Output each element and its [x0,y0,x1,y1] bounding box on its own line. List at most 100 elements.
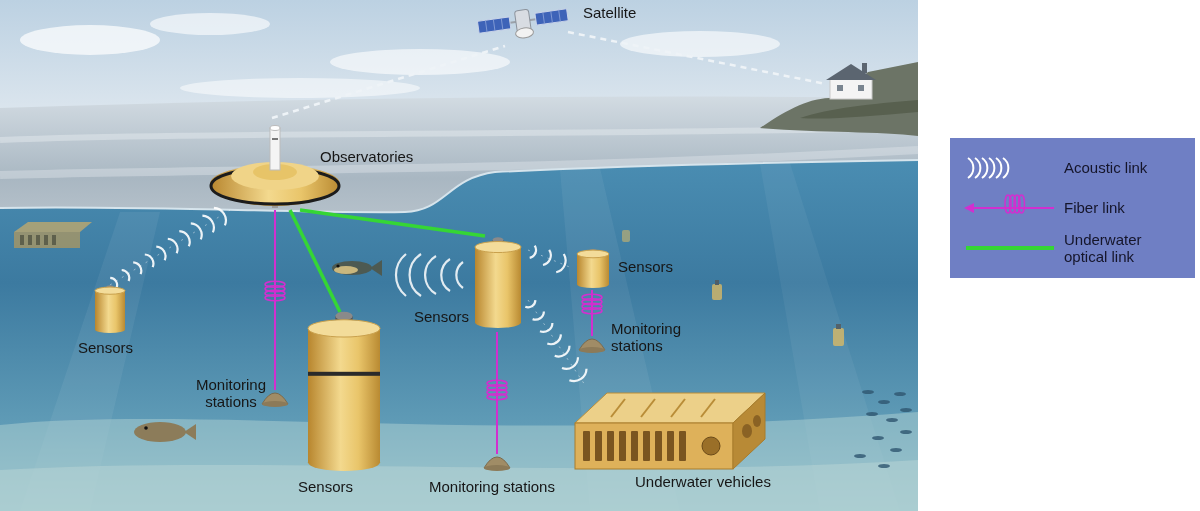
legend-row: Acoustic link [958,148,1187,188]
vehicle-illustration [702,437,720,455]
sensor-illustration [335,312,352,321]
island [760,62,918,136]
island [830,79,872,99]
island [760,62,918,136]
sunken-structure [14,232,80,248]
sea-surface [0,128,918,140]
island [858,85,864,91]
legend-row: Fiber link [958,188,1187,228]
island [800,100,918,119]
sky [620,31,780,57]
fiber-coil [582,294,602,314]
sensor-illustration [308,328,380,462]
vehicle-illustration [679,431,686,461]
object-label: Sensors [298,478,353,495]
fish [144,426,148,430]
station-illustration [484,465,510,471]
legend-label: Acoustic link [1064,159,1176,176]
satellite-illustration [543,12,545,24]
acoustic-waves [441,259,450,291]
optical-link [290,210,340,312]
object-label: Monitoring stations [193,376,269,411]
fish [370,260,382,276]
fish-school [862,390,874,394]
vehicle-illustration [641,399,655,417]
object-label: Underwater vehicles [635,473,771,490]
vehicle-illustration [671,399,685,417]
sensor-node: Sensors [412,236,528,332]
optical-link [300,210,485,236]
sensor-node: Sensors [298,312,390,502]
satellite-node: Satellite [478,2,648,46]
satellite-illustration [493,19,495,31]
legend-sample [1003,158,1008,178]
sunken-structure [14,222,92,232]
vehicle-illustration [595,431,602,461]
sky [150,13,270,35]
vehicle-illustration [667,431,674,461]
observatory-illustration [270,128,280,170]
underwater-vehicle: Underwater vehicles [565,385,820,495]
fish [336,264,339,267]
sky [180,78,420,98]
fish [134,422,186,442]
sensor-illustration [475,242,521,253]
satellite-link [272,46,505,118]
fiber-coil [487,380,507,400]
vehicle-illustration [619,431,626,461]
vehicle-illustration [742,424,752,438]
station-illustration [274,372,276,390]
legend-sample [975,158,980,178]
sunken-structure [14,222,92,248]
legend-sample [958,231,1058,265]
fiber-coil [265,295,285,301]
object-label: Satellite [583,4,636,21]
fish-school [900,430,912,434]
vehicle-illustration [733,393,765,469]
satellite-illustration [501,18,503,30]
monitoring-station: Monitoring stations [193,372,293,417]
legend-sample [989,158,994,178]
distant-sensor [836,324,841,329]
fish [184,424,196,440]
vehicle-illustration [701,399,715,417]
satellite-illustration [551,11,553,23]
vehicle-illustration [607,431,614,461]
fiber-coil [487,394,507,400]
fish-school [894,392,906,396]
sensor-illustration [95,291,125,330]
sensor-illustration [577,250,609,258]
fiber-coil [265,281,285,301]
acoustic-waves [530,246,566,273]
sensor-illustration [95,287,125,294]
fish-school [866,412,878,416]
vehicle-illustration [655,431,662,461]
vehicle-illustration [611,399,625,417]
satellite-illustration [477,4,570,44]
sunken-structure [20,235,24,245]
vehicle-illustration [583,431,590,461]
station-illustration [591,318,593,336]
legend-sample [958,151,1058,185]
island [862,63,867,73]
sunken-structure [52,235,56,245]
legend-sample [966,246,1054,250]
sky [20,25,160,55]
legend-sample [972,207,1054,209]
legend-label: Underwater optical link [1064,231,1176,266]
fish [332,261,372,275]
legend-sample [964,203,974,213]
distant-sensor [833,328,844,346]
observatory-illustration [272,138,278,140]
object-label: Monitoring stations [429,478,555,495]
acoustic-waves [396,254,406,296]
station-illustration [579,347,605,353]
legend-row: Underwater optical link [958,228,1187,268]
satellite-illustration [485,20,487,32]
sunken-structure [44,235,48,245]
legend-sample [982,158,987,178]
object-label: Observatories [320,148,413,165]
monitoring-station: Monitoring stations [575,318,691,360]
